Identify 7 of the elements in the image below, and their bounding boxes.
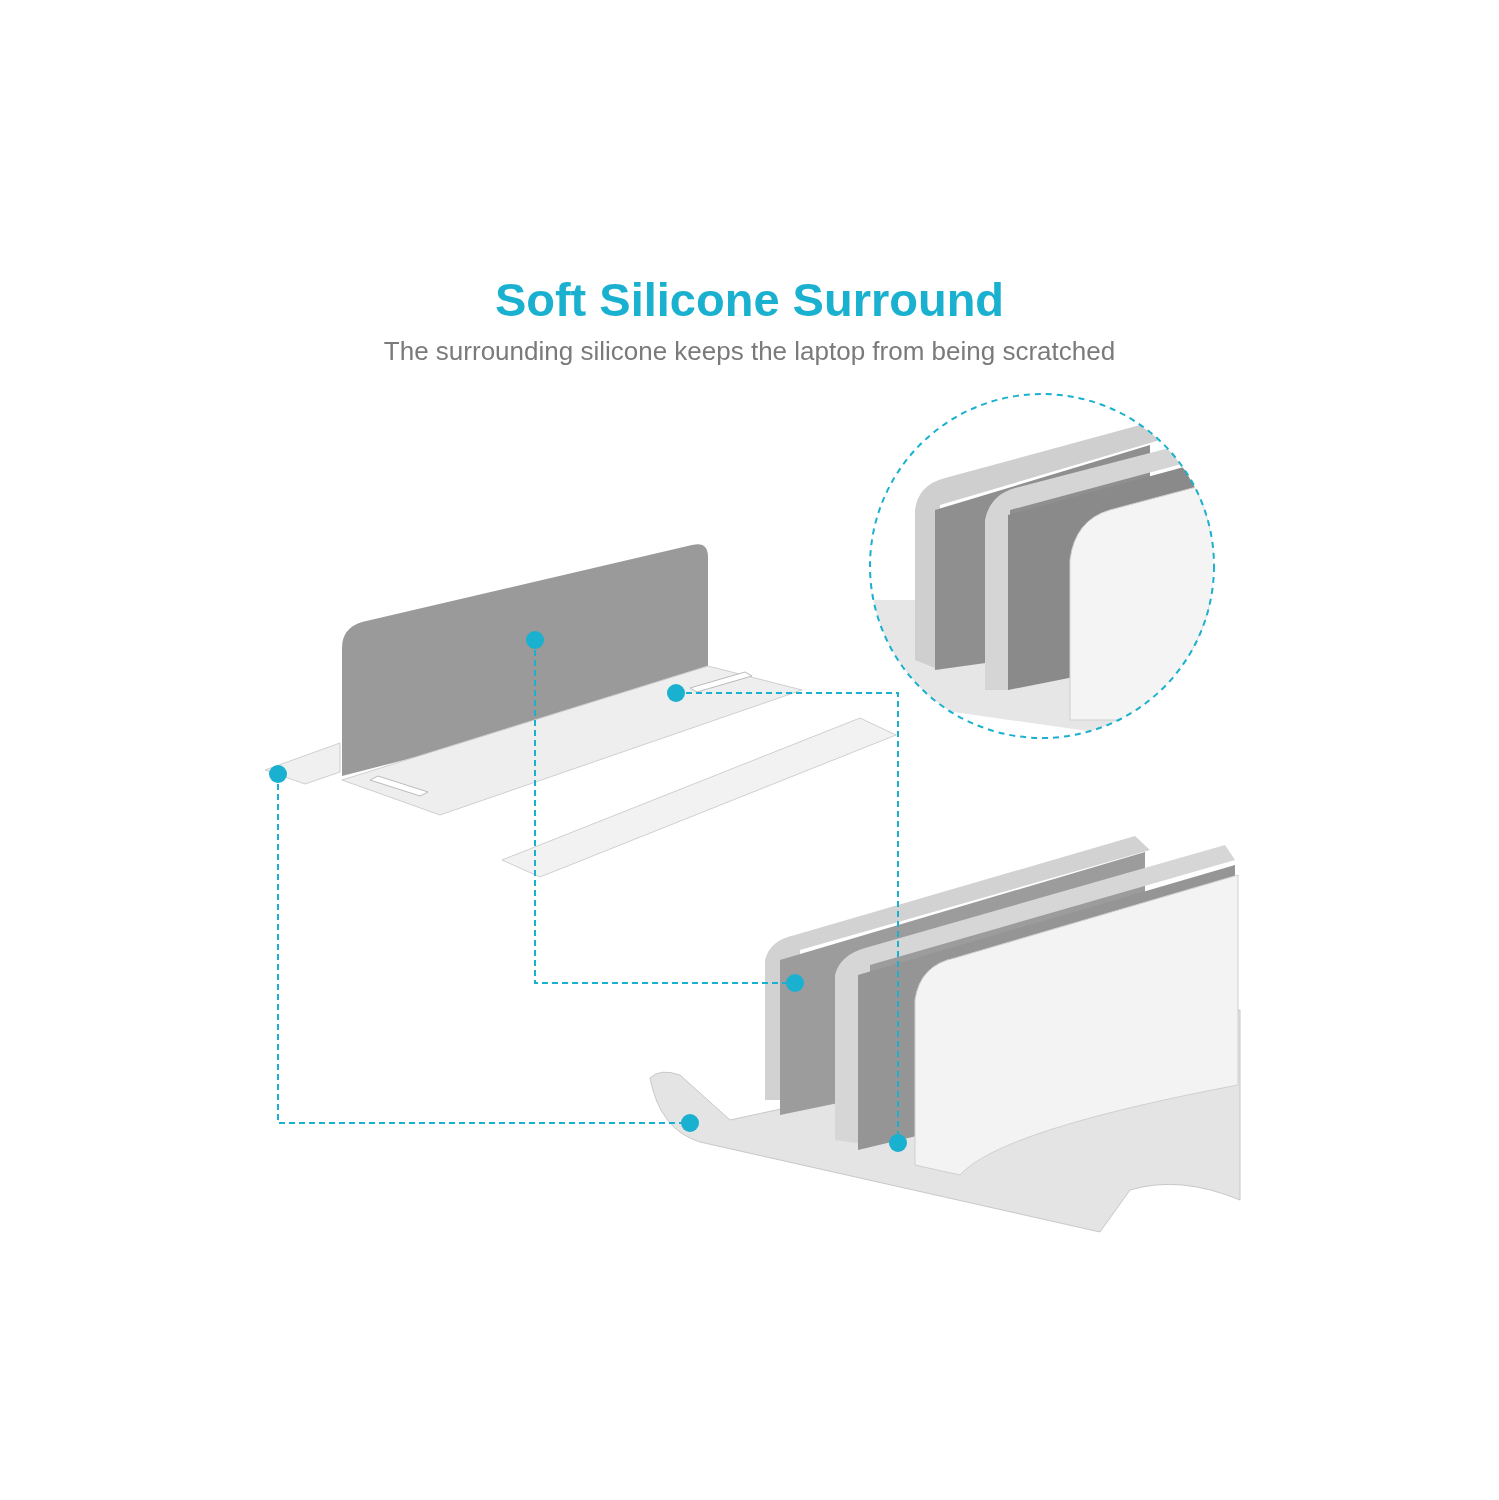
leader-line [526, 631, 804, 992]
title: Soft Silicone Surround [494, 273, 1005, 326]
subtitle: The surrounding silicone keeps the laptop from being scratched [383, 336, 1116, 366]
silicone-strip-drawing [500, 715, 898, 880]
leader-line [269, 765, 699, 1132]
leader-line [667, 684, 907, 1152]
magnified-view-drawing [866, 392, 1218, 742]
